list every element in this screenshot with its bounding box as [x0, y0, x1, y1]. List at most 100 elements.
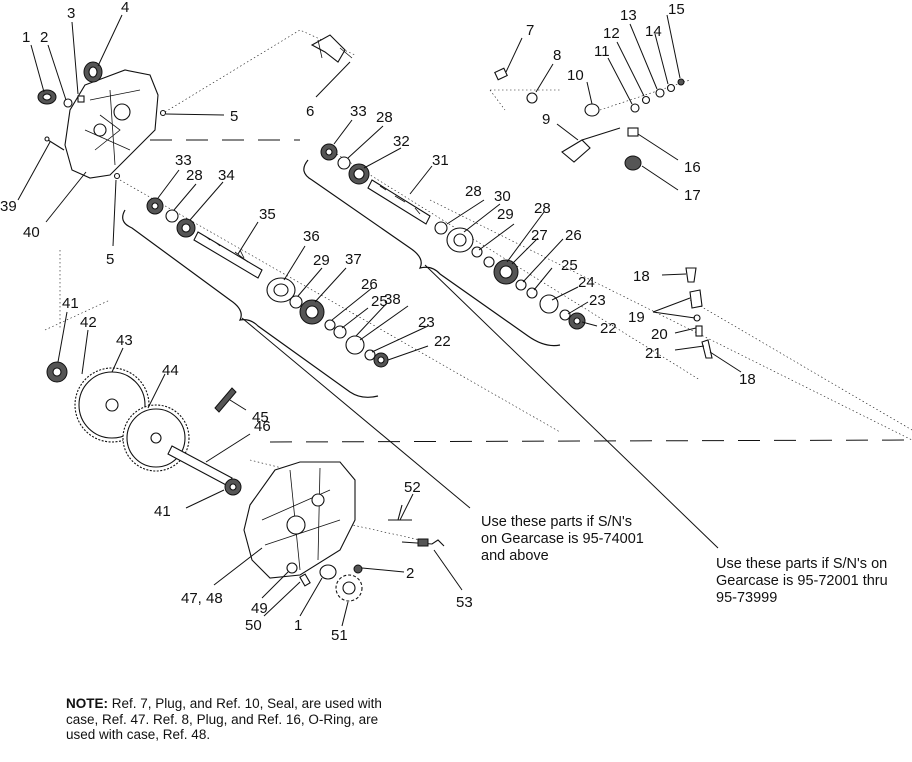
callout-11: 11: [594, 43, 610, 60]
callout-5-upper: 5: [230, 108, 238, 125]
seal-1-lower: [319, 564, 337, 580]
plug-8: [526, 92, 538, 104]
callout-31: 31: [432, 152, 449, 169]
callout-3: 3: [67, 5, 75, 22]
plug-7: [494, 67, 508, 81]
callout-21: 21: [645, 345, 662, 362]
callout-39: 39: [0, 198, 17, 215]
callout-32: 32: [393, 133, 410, 150]
callout-28-b: 28: [465, 183, 482, 200]
callout-7: 7: [526, 22, 534, 39]
callout-28-c: 28: [376, 109, 393, 126]
callout-8: 8: [553, 47, 561, 64]
bolt-39: [47, 139, 65, 151]
callout-1-lower: 1: [294, 617, 302, 634]
breather-53: [401, 539, 445, 547]
callout-16: 16: [684, 159, 701, 176]
nut-17: [624, 155, 642, 171]
shaft-35: [193, 231, 263, 279]
callout-40: 40: [23, 224, 40, 241]
callout-47-48: 47, 48: [181, 590, 223, 607]
callout-46: 46: [254, 418, 271, 435]
shift-lever-9: [561, 127, 621, 163]
callout-18-lower: 18: [739, 371, 756, 388]
callout-19: 19: [628, 309, 645, 326]
callout-35: 35: [259, 206, 276, 223]
case-cover-assembly: [37, 61, 167, 180]
callout-50: 50: [245, 617, 262, 634]
o-ring-16: [627, 127, 639, 137]
callout-9: 9: [542, 111, 550, 128]
callout-17: 17: [684, 187, 701, 204]
plug-49: [286, 562, 298, 574]
callout-labels: 1 2 3 4 5 6 7 8 9 10 11 12 13 14 15 16 1…: [0, 0, 756, 644]
callout-15: 15: [668, 1, 685, 18]
callout-29-lower: 29: [313, 252, 330, 269]
callout-37: 37: [345, 251, 362, 268]
callout-28-d: 28: [186, 167, 203, 184]
callout-30: 30: [494, 188, 511, 205]
callout-33-lower: 33: [175, 152, 192, 169]
callout-43: 43: [116, 332, 133, 349]
callout-49: 49: [251, 600, 268, 617]
lower-shaft-group: [146, 197, 389, 368]
callout-26-lower: 26: [361, 276, 378, 293]
callout-12: 12: [603, 25, 620, 42]
plug-and-shift-parts: [494, 67, 685, 171]
callout-18-upper: 18: [633, 268, 650, 285]
upper-shaft-bracket: [303, 159, 561, 347]
shaft-31: [367, 179, 431, 225]
callout-38: 38: [384, 291, 401, 308]
callout-23-upper: 23: [589, 292, 606, 309]
callout-22-upper: 22: [600, 320, 617, 337]
footnote-label: NOTE:: [66, 696, 108, 711]
callout-51: 51: [331, 627, 348, 644]
dowel-50: [299, 573, 311, 587]
callout-41-lower: 41: [154, 503, 171, 520]
bushing-2: [63, 98, 73, 108]
callout-26-upper: 26: [565, 227, 582, 244]
callout-10: 10: [567, 67, 584, 84]
shaft-group-brackets: [122, 159, 561, 398]
callout-4: 4: [121, 0, 129, 16]
callout-45: 45: [252, 409, 269, 426]
spring-45: [214, 387, 237, 413]
callout-28-a: 28: [534, 200, 551, 217]
bushing-2-lower: [353, 564, 363, 574]
callout-41-upper: 41: [62, 295, 79, 312]
callout-34: 34: [218, 167, 235, 184]
callout-33-upper: 33: [350, 103, 367, 120]
vent-52: [388, 504, 412, 521]
callout-leaders: [17, 14, 742, 627]
footnote-text: Ref. 7, Plug, and Ref. 10, Seal, are use…: [66, 696, 382, 742]
serial-note-newer: Use these parts if S/N's on Gearcase is …: [481, 514, 644, 564]
callout-5-lower: 5: [106, 251, 114, 268]
serial-note-older: Use these parts if S/N's on Gearcase is …: [716, 556, 888, 606]
callout-6: 6: [306, 103, 314, 120]
callout-24: 24: [578, 274, 595, 291]
callout-20: 20: [651, 326, 668, 343]
callout-25-upper: 25: [561, 257, 578, 274]
callout-23-lower: 23: [418, 314, 435, 331]
callout-2: 2: [40, 29, 48, 46]
callout-22-lower: 22: [434, 333, 451, 350]
callout-42: 42: [80, 314, 97, 331]
callout-25-lower: 25: [371, 293, 388, 310]
callout-27: 27: [531, 227, 548, 244]
callout-1: 1: [22, 29, 30, 46]
callout-2-lower: 2: [406, 565, 414, 582]
footnote: NOTE: Ref. 7, Plug, and Ref. 10, Seal, a…: [66, 696, 396, 743]
callout-13: 13: [620, 7, 637, 24]
detent-parts: [685, 267, 713, 359]
gearcase-assembly: [243, 461, 445, 602]
callout-53: 53: [456, 594, 473, 611]
upper-shaft-group: [320, 143, 586, 330]
lower-shaft-bracket: [122, 209, 379, 398]
callout-52: 52: [404, 479, 421, 496]
serial-note-leaders: [241, 264, 719, 549]
seal-10: [584, 103, 600, 117]
pin-3: [77, 95, 85, 103]
callout-14: 14: [645, 23, 662, 40]
callout-29-upper: 29: [497, 206, 514, 223]
